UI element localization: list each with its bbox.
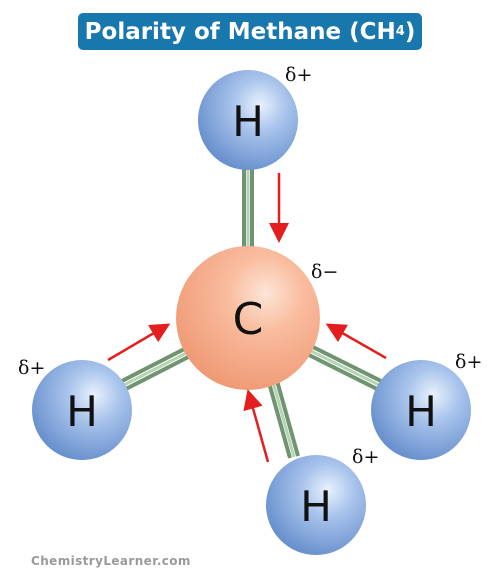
title-subscript: 4 (395, 24, 405, 39)
carbon-atom (176, 246, 320, 390)
hydrogen-atom-right (371, 360, 471, 460)
carbon-label: C (233, 294, 264, 345)
title-suffix: ) (404, 18, 416, 45)
hydrogen-label-right: H (405, 387, 437, 436)
bond-left (117, 341, 201, 393)
bond-top (242, 168, 254, 256)
hydrogen-label-top: H (232, 97, 264, 146)
source-watermark: ChemistryLearner.com (31, 554, 191, 568)
charge-label-bottom: δ+ (352, 446, 379, 468)
dipole-arrow-left (107, 323, 171, 362)
charge-label-right: δ+ (455, 351, 482, 373)
hydrogen-atom-bottom (266, 455, 366, 555)
dipole-arrow-bottom (243, 389, 270, 463)
charge-label-left: δ+ (18, 357, 45, 379)
bond-right (300, 341, 386, 393)
hydrogen-label-bottom: H (300, 482, 332, 531)
charge-label-carbon: δ− (311, 261, 338, 283)
dipole-arrow-right (325, 323, 387, 360)
hydrogen-atom-left (32, 360, 132, 460)
hydrogen-atom-top (198, 70, 298, 170)
charge-label-top: δ+ (285, 64, 312, 86)
hydrogen-label-left: H (66, 387, 98, 436)
title-text: Polarity of Methane (CH (84, 18, 396, 45)
